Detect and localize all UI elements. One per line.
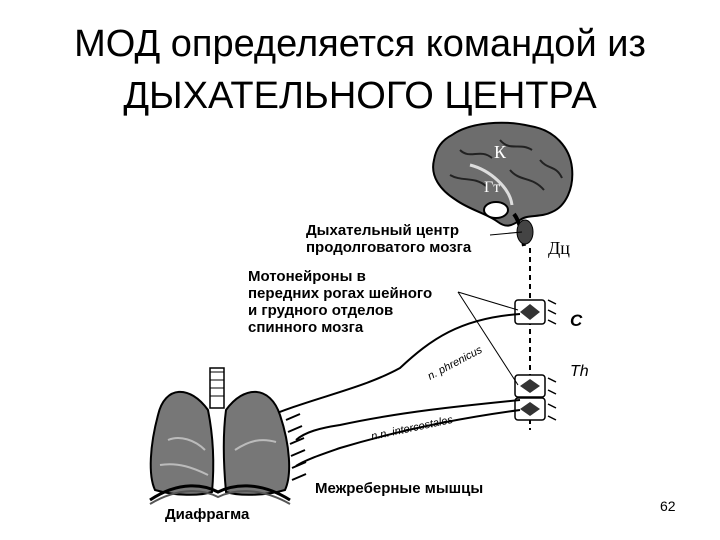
page-number: 62 (660, 498, 676, 514)
label-resp-center-line-2: продолговатого мозга (306, 239, 472, 256)
label-resp-center-line-1: Дыхательный центр (306, 222, 460, 239)
label-diaphragm: Диафрагма (165, 506, 250, 523)
center-label: Дц (548, 238, 570, 258)
motoneuron-marks (520, 304, 540, 416)
nerve-label-intercostales: n.n. intercostales (370, 414, 454, 443)
lungs-illustration (149, 367, 307, 505)
label-motoneurons-line-1: Мотонейроны в (248, 268, 366, 285)
diaphragm-shape (149, 484, 291, 502)
brain-label-gt: Гт (484, 179, 500, 196)
spinal-label-th: Th (570, 363, 589, 380)
label-motoneurons-line-4: спинного мозга (248, 319, 364, 336)
brain-illustration (432, 121, 574, 247)
spinal-label-c: С (570, 311, 583, 330)
title-line-1: МОД определяется командой из (74, 23, 646, 65)
label-motoneurons: Мотонейроны в передних рогах шейного и г… (248, 268, 432, 336)
pointer-lines (457, 231, 523, 386)
label-intercostal-muscles: Межреберные мышцы (315, 480, 484, 497)
nerve-intercostales-path (295, 399, 521, 441)
slide-title: МОД определяется командой из ДЫХАТЕЛЬНОГ… (0, 18, 720, 122)
title-line-2: ДЫХАТЕЛЬНОГО ЦЕНТРА (123, 75, 597, 117)
nerve-label-phrenicus: n. phrenicus (426, 344, 485, 383)
label-resp-center: Дыхательный центр продолговатого мозга (306, 222, 471, 256)
brain-label-k: К (494, 142, 507, 162)
label-motoneurons-line-3: и грудного отделов (248, 302, 394, 319)
label-motoneurons-line-2: передних рогах шейного (248, 285, 433, 302)
nerve-intercostales-path-2 (295, 409, 521, 467)
